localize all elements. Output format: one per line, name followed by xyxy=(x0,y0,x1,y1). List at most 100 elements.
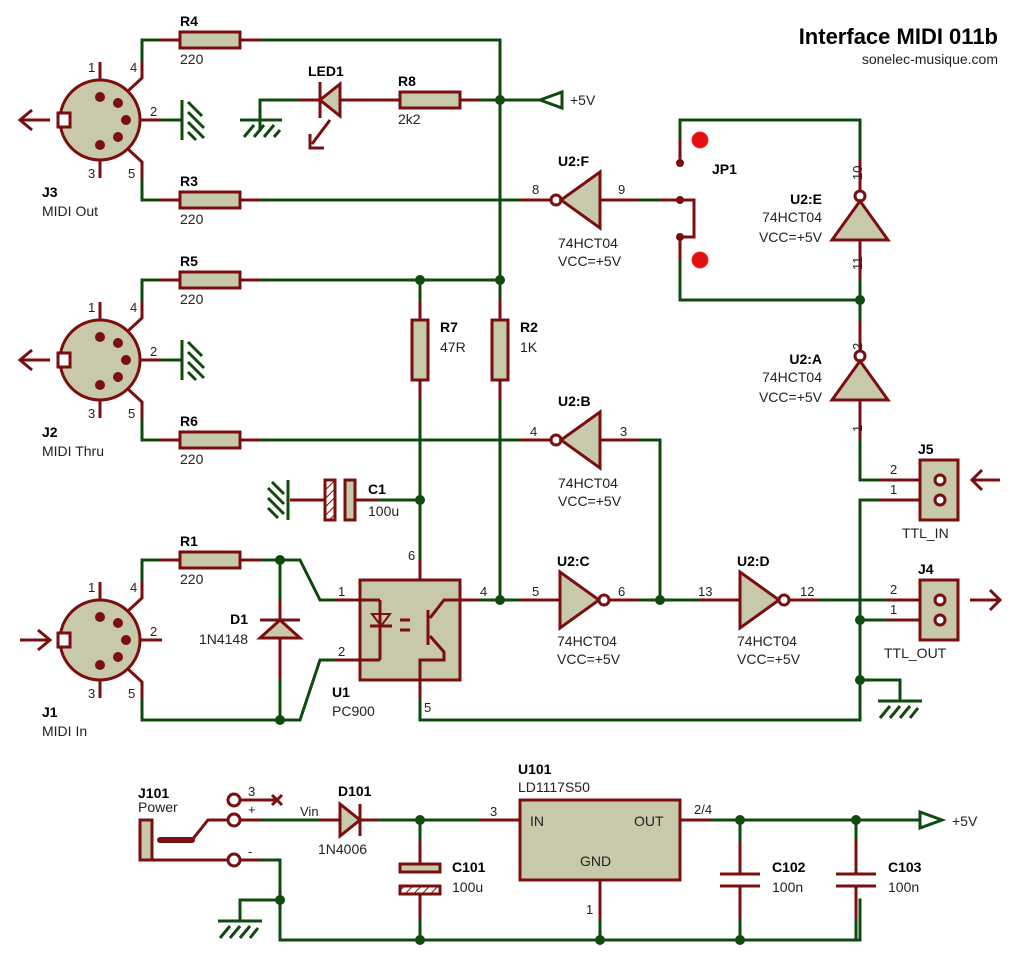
u2c-pin-out: 6 xyxy=(618,584,625,599)
u2e-part: 74HCT04 xyxy=(762,209,822,225)
r2-ref: R2 xyxy=(520,319,538,335)
u101-in-label: IN xyxy=(530,813,544,829)
d101-value: 1N4006 xyxy=(318,841,367,857)
u101-value: LD1117S50 xyxy=(518,779,590,795)
din-pin-label: 1 xyxy=(88,60,95,75)
resistor-r4: R4 220 xyxy=(160,13,262,67)
diode-d1: D1 1N4148 xyxy=(199,555,304,725)
ttl-in-connector-j5: 2 1 J5 TTL_IN xyxy=(858,441,1000,722)
j1-ref: J1 xyxy=(42,704,58,720)
u1-pin-label: 4 xyxy=(480,584,487,599)
u2f-vcc: VCC=+5V xyxy=(558,253,622,269)
d1-ref: D1 xyxy=(230,611,248,627)
u2a-pin-in: 1 xyxy=(850,425,865,432)
j101-minus-label: - xyxy=(248,844,252,859)
resistor-r8: R8 2k2 xyxy=(378,73,502,127)
din-pin-label: 1 xyxy=(88,580,95,595)
r3-ref: R3 xyxy=(180,173,198,189)
resistor-r5: R5 220 xyxy=(160,253,502,307)
regulator-u101: 3 2/4 1 IN OUT GND U101 LD1117S50 xyxy=(490,761,712,942)
inverter-u2c: 5 6 U2:C 74HCT04 VCC=+5V xyxy=(520,553,702,667)
u2d-ref: U2:D xyxy=(737,553,770,569)
din-pin-label: 3 xyxy=(88,686,95,701)
r8-ref: R8 xyxy=(398,73,416,89)
din-pin-label: 5 xyxy=(128,406,135,421)
j4-pin-label: 1 xyxy=(890,602,897,617)
capacitor-c102: C102 100n xyxy=(720,818,806,942)
r6-ref: R6 xyxy=(180,413,198,429)
u1-pin-label: 5 xyxy=(424,700,431,715)
d1-value: 1N4148 xyxy=(199,631,248,647)
din-pin-label: 4 xyxy=(130,60,137,75)
c1-value: 100u xyxy=(368,503,399,519)
c101-ref: C101 xyxy=(452,859,486,875)
u2b-ref: U2:B xyxy=(558,393,591,409)
r4-value: 220 xyxy=(180,51,204,67)
u101-pin-gnd: 1 xyxy=(586,902,593,917)
resistor-r6: R6 220 xyxy=(160,413,522,467)
c103-value: 100n xyxy=(888,879,919,895)
j101-ref: J101 xyxy=(138,785,169,801)
u2c-vcc: VCC=+5V xyxy=(557,651,621,667)
u1-pin-label: 6 xyxy=(408,548,415,563)
j4-ref: J4 xyxy=(918,561,934,577)
jumper-contact-icon xyxy=(691,131,709,149)
midi-thru-connector-j2: 1 4 2 3 5 J2 MIDI Thru xyxy=(17,278,182,459)
u2d-pin-in: 13 xyxy=(698,584,712,599)
j5-name: TTL_IN xyxy=(902,525,949,541)
u2e-pin-out: 10 xyxy=(850,166,865,180)
u101-ref: U101 xyxy=(518,761,552,777)
u101-pin-in: 3 xyxy=(490,804,497,819)
u2e-pin-in: 11 xyxy=(850,257,865,271)
diode-d101: D101 1N4006 xyxy=(318,783,372,857)
ground-icon xyxy=(855,675,922,719)
schematic-subtitle: sonelec-musique.com xyxy=(862,51,998,67)
c103-ref: C103 xyxy=(888,859,922,875)
u101-pin-out: 2/4 xyxy=(694,802,712,817)
ttl-out-connector-j4: 2 1 J4 TTL_OUT xyxy=(855,561,1003,661)
r1-ref: R1 xyxy=(180,533,198,549)
j5-ref: J5 xyxy=(918,441,934,457)
u2d-pin-out: 12 xyxy=(800,584,814,599)
u1-pin-label: 2 xyxy=(338,644,345,659)
u2e-ref: U2:E xyxy=(790,191,822,207)
led1-ref: LED1 xyxy=(308,63,344,79)
u2c-pin-in: 5 xyxy=(532,584,539,599)
capacitor-c103: C103 100n xyxy=(738,818,922,942)
din-pin-label: 5 xyxy=(128,686,135,701)
u2b-pin-in: 4 xyxy=(530,424,537,439)
resistor-r2: R2 1K xyxy=(490,300,538,400)
c101-value: 100u xyxy=(452,879,483,895)
jumper-jp1: JP1 xyxy=(676,131,737,269)
j101-name: Power xyxy=(138,799,178,815)
resistor-r1: R1 220 xyxy=(160,533,337,602)
vcc-label-reg: +5V xyxy=(952,813,978,829)
ground-icon xyxy=(218,919,262,939)
u1-value: PC900 xyxy=(332,703,375,719)
jumper-contact-icon xyxy=(691,251,709,269)
din-pin-label: 2 xyxy=(150,624,157,639)
u2b-vcc: VCC=+5V xyxy=(558,493,622,509)
u2a-vcc: VCC=+5V xyxy=(759,389,823,405)
u2d-part: 74HCT04 xyxy=(737,633,797,649)
midi-out-connector-j3: 1 4 2 3 5 J3 MIDI Out xyxy=(17,38,182,219)
din-pin-label: 4 xyxy=(130,580,137,595)
vin-net-label: Vin xyxy=(300,804,319,819)
u2f-ref: U2:F xyxy=(558,153,590,169)
u2b-pin-out: 3 xyxy=(620,424,627,439)
j3-name: MIDI Out xyxy=(42,203,98,219)
u1-ref: U1 xyxy=(332,684,350,700)
inverter-u2f: 8 9 U2:F 74HCT04 VCC=+5V xyxy=(520,153,680,269)
midi-in-connector-j1: 1 4 2 3 5 J1 MIDI In xyxy=(20,558,337,739)
chassis-ground-icon xyxy=(180,340,206,382)
j5-pin-label: 1 xyxy=(890,482,897,497)
din-pin-label: 2 xyxy=(150,104,157,119)
r1-value: 220 xyxy=(180,571,204,587)
u2e-vcc: VCC=+5V xyxy=(759,229,823,245)
din-pin-label: 2 xyxy=(150,344,157,359)
r5-value: 220 xyxy=(180,291,204,307)
r5-ref: R5 xyxy=(180,253,198,269)
r4-ref: R4 xyxy=(180,13,198,29)
